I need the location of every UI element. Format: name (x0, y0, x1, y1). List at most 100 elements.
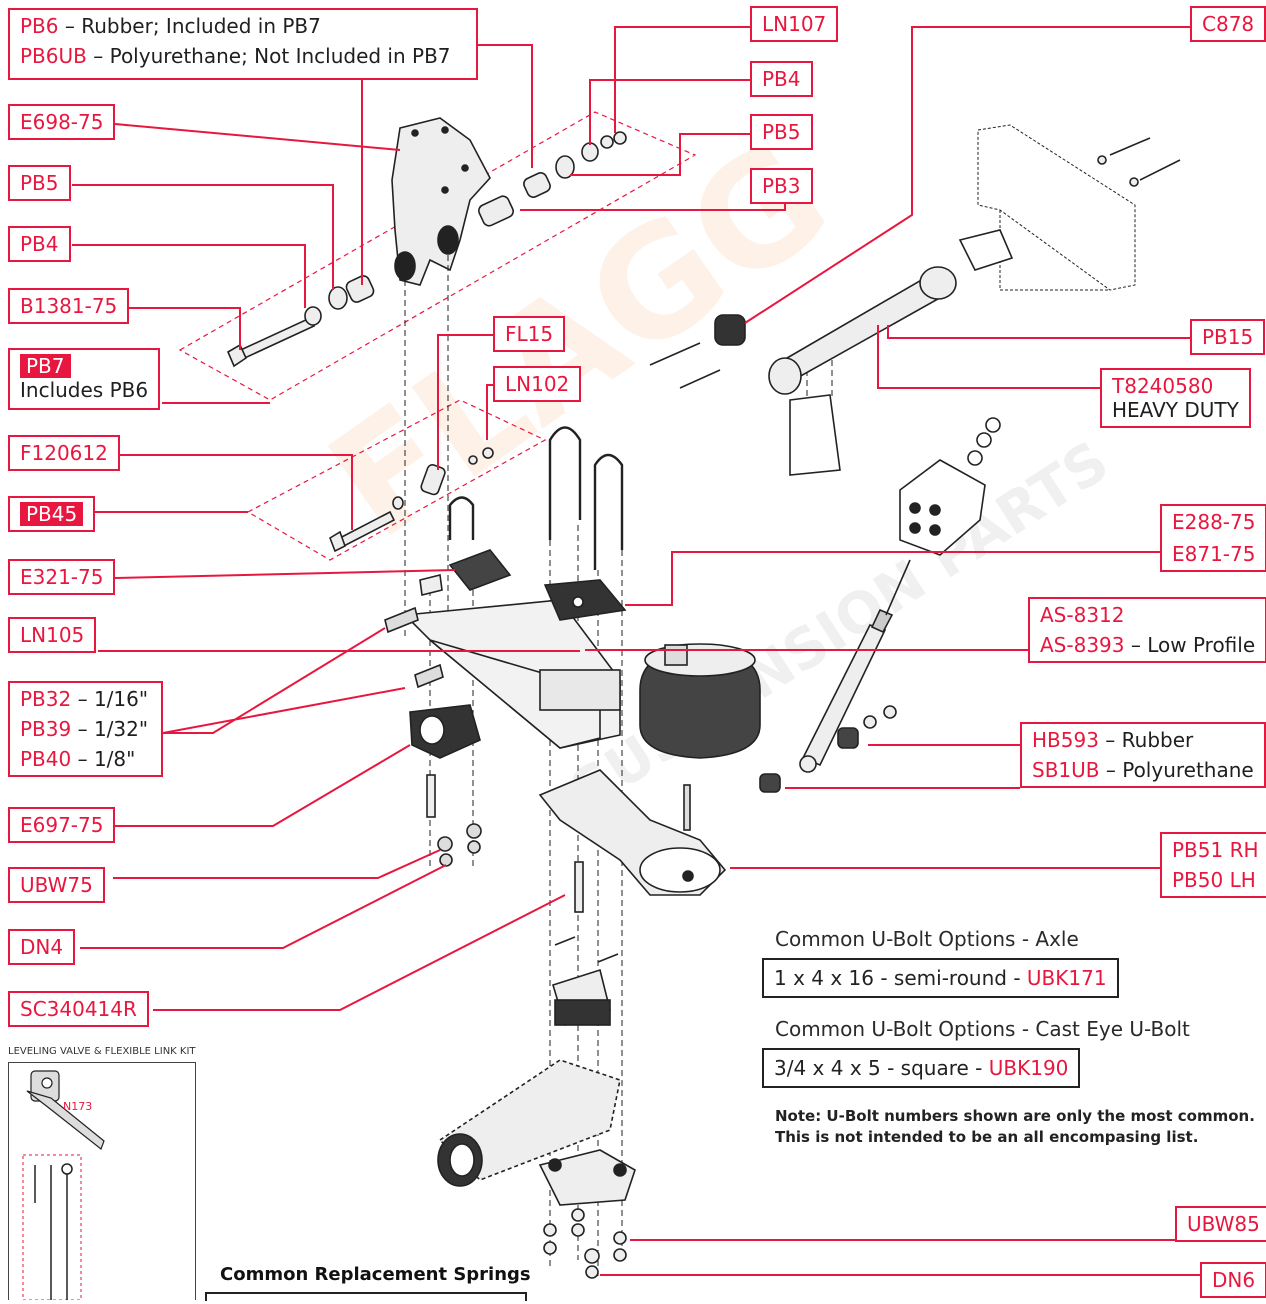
label-pb6-desc: – Rubber; Included in PB7 (58, 14, 321, 38)
air-spring (639, 643, 761, 759)
label-pb15-code: PB15 (1202, 325, 1254, 349)
label-b1381-code: B1381-75 (20, 294, 118, 318)
springs-table-top (205, 1292, 527, 1301)
label-ubw75: UBW75 (8, 867, 105, 903)
label-ln102: LN102 (493, 366, 582, 402)
label-dn6: DN6 (1200, 1262, 1266, 1298)
ubolt-cast-title: Common U-Bolt Options - Cast Eye U-Bolt (775, 1017, 1190, 1041)
label-e698-code: E698-75 (20, 110, 104, 134)
label-as8393-code: AS-8393 (1040, 633, 1125, 657)
label-f120612-code: F120612 (20, 441, 108, 465)
label-pb4-right: PB4 (750, 61, 813, 97)
label-pb6-code: PB6 (20, 14, 59, 38)
ubolt-axle-spec: 1 x 4 x 16 - semi-round - (774, 966, 1027, 990)
label-sb1ub-desc: – Polyurethane (1099, 758, 1254, 782)
label-ubw75-code: UBW75 (20, 873, 93, 897)
label-ubw85: UBW85 (1175, 1206, 1266, 1242)
ubolt-note: Note: U-Bolt numbers shown are only the … (775, 1106, 1255, 1148)
label-pb7-code: PB7 (20, 354, 71, 378)
label-e321: E321-75 (8, 559, 116, 595)
pb45-kit-outline (246, 399, 547, 561)
label-pb3-code: PB3 (762, 174, 801, 198)
label-pb5-right-code: PB5 (762, 120, 801, 144)
label-fl15-code: FL15 (505, 322, 554, 346)
label-ln102-code: LN102 (505, 372, 570, 396)
ubolt-cast-spec: 3/4 x 4 x 5 - square - (774, 1056, 989, 1080)
label-pb5-left-code: PB5 (20, 171, 59, 195)
pb45-bolt (329, 447, 494, 553)
label-e288-code: E288-75 (1172, 510, 1256, 534)
u-bolts (448, 426, 624, 570)
shock-bracket (899, 417, 1001, 556)
ubolt-axle-title: Common U-Bolt Options - Axle (775, 927, 1079, 951)
label-dn4: DN4 (8, 929, 76, 965)
label-e697: E697-75 (8, 807, 116, 843)
frame-crossmember (977, 124, 1136, 291)
ubolt-axle-box: 1 x 4 x 16 - semi-round - UBK171 (762, 958, 1119, 998)
label-pb4-left: PB4 (8, 226, 71, 262)
label-hb593-code: HB593 (1032, 728, 1099, 752)
label-pb50-code: PB50 LH (1172, 868, 1256, 892)
label-pb15: PB15 (1190, 319, 1266, 355)
ubolt-note-line2: This is not intended to be an all encomp… (775, 1128, 1199, 1146)
bushings-right (478, 131, 627, 227)
label-hb593-desc: – Rubber (1098, 728, 1194, 752)
label-bushings: HB593 – Rubber SB1UB – Polyurethane (1020, 722, 1266, 788)
ubolt-cast-code: UBK190 (988, 1056, 1069, 1080)
label-pb45-code: PB45 (20, 502, 84, 526)
label-ubw85-code: UBW85 (1187, 1212, 1260, 1236)
axle-seat-lower (437, 968, 636, 1279)
label-pb51-code: PB51 RH (1172, 838, 1259, 862)
label-pb32-code: PB32 (20, 687, 72, 711)
label-pb3: PB3 (750, 168, 813, 204)
kit-title: LEVELING VALVE & FLEXIBLE LINK KIT (8, 1046, 196, 1057)
shock-absorber (759, 559, 911, 793)
label-e288-e871: E288-75 E871-75 (1160, 504, 1266, 572)
label-shims: PB32 – 1/16" PB39 – 1/32" PB40 – 1/8" (8, 681, 163, 777)
axle-wedge (419, 549, 512, 596)
label-pb6ub-desc: – Polyurethane; Not Included in PB7 (86, 44, 451, 68)
label-pb40-desc: – 1/8" (71, 747, 136, 771)
label-pb6ub-code: PB6UB (20, 44, 87, 68)
label-t8240580: T8240580 HEAVY DUTY (1100, 368, 1251, 428)
label-ln105-code: LN105 (20, 623, 85, 647)
ubolt-axle-code: UBK171 (1026, 966, 1107, 990)
label-pb5-right: PB5 (750, 114, 813, 150)
label-fl15: FL15 (493, 316, 566, 352)
label-e697-code: E697-75 (20, 813, 104, 837)
label-f120612: F120612 (8, 435, 120, 471)
label-c878: C878 (1190, 6, 1266, 42)
label-trailing-arm: PB51 RH PB50 LH (1160, 832, 1266, 898)
label-pb40-code: PB40 (20, 747, 72, 771)
ubolt-cast-box: 3/4 x 4 x 5 - square - UBK190 (762, 1048, 1081, 1088)
center-bolt (554, 861, 619, 963)
label-pb39-desc: – 1/32" (71, 717, 149, 741)
label-as8312-code: AS-8312 (1040, 603, 1125, 627)
leveling-valve-drawing (22, 1070, 105, 1301)
label-t8240580-desc: HEAVY DUTY (1112, 398, 1239, 422)
label-e321-code: E321-75 (20, 565, 104, 589)
pivot-bolt-left (226, 275, 375, 368)
torque-arm-beam (403, 599, 621, 749)
label-pb4-left-code: PB4 (20, 232, 59, 256)
label-pb6-group: PB6 – Rubber; Included in PB7 PB6UB – Po… (8, 8, 478, 80)
trailing-arm (538, 769, 727, 896)
label-pb7-desc: Includes PB6 (20, 378, 149, 402)
label-ln107-code: LN107 (762, 12, 827, 36)
torque-rod (714, 229, 1014, 476)
label-pb4-right-code: PB4 (762, 67, 801, 91)
label-c878-code: C878 (1202, 12, 1255, 36)
label-e871-code: E871-75 (1172, 542, 1256, 566)
label-pb45: PB45 (8, 496, 96, 532)
label-t8240580-code: T8240580 (1112, 374, 1214, 398)
label-as8393-desc: – Low Profile (1124, 633, 1256, 657)
label-sb1ub-code: SB1UB (1032, 758, 1100, 782)
small-bolts (649, 137, 1181, 389)
kit-code: N173 (63, 1100, 93, 1113)
label-sc340414r-code: SC340414R (20, 997, 137, 1021)
label-ln105: LN105 (8, 617, 97, 653)
label-pb39-code: PB39 (20, 717, 72, 741)
label-pb5-left: PB5 (8, 165, 71, 201)
